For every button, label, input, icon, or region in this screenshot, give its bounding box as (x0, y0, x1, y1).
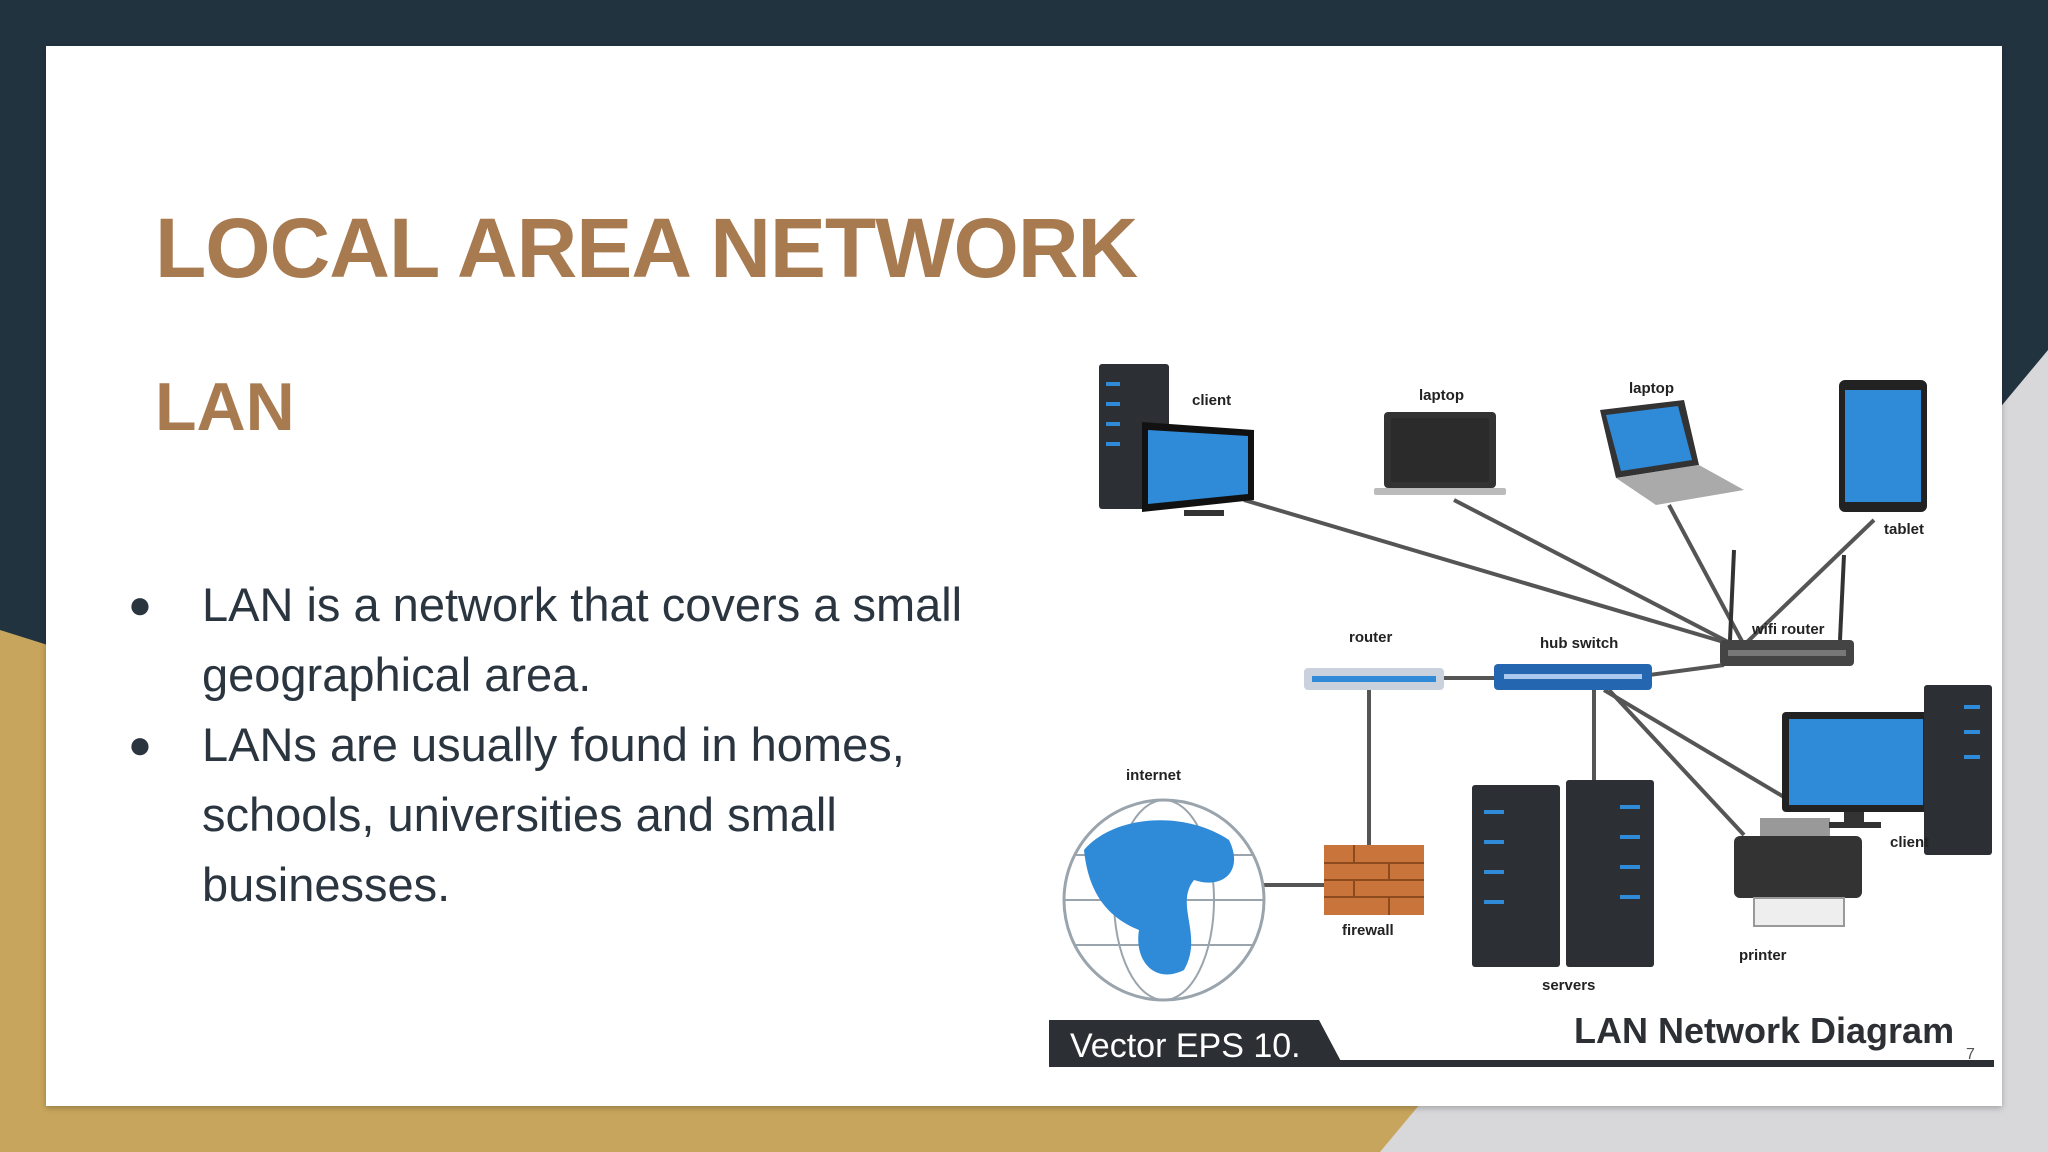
laptop-1-label: laptop (1419, 387, 1464, 404)
bullet-item: ● LAN is a network that covers a small g… (120, 570, 1020, 710)
page-number: 7 (1966, 1046, 1975, 1063)
globe-icon (1062, 798, 1266, 1002)
servers-icon (1472, 780, 1654, 967)
bullet-dot-icon: ● (127, 583, 153, 627)
client-top-label: client (1192, 392, 1231, 409)
client-computer-icon (1099, 364, 1254, 516)
wifi-router-icon (1720, 549, 1854, 666)
bullet-dot-icon: ● (127, 723, 153, 767)
footer-right-text: LAN Network Diagram (1574, 1010, 1954, 1051)
laptop-2-label: laptop (1629, 380, 1674, 397)
printer-label: printer (1739, 947, 1787, 964)
bullet-item: ● LANs are usually found in homes, schoo… (120, 710, 1020, 920)
footer-left-text: Vector EPS 10. (1070, 1027, 1301, 1065)
laptop-icon (1600, 400, 1744, 505)
slide-title: LOCAL AREA NETWORK (155, 201, 1138, 295)
router-label: router (1349, 629, 1393, 646)
bullet-text: LAN is a network that covers a small geo… (202, 578, 963, 701)
bullet-list: ● LAN is a network that covers a small g… (120, 570, 1020, 920)
client-computer-icon (1782, 685, 1992, 855)
printer-icon (1734, 818, 1862, 927)
client-right-label: client (1890, 834, 1929, 851)
hub-switch-label: hub switch (1540, 635, 1618, 652)
laptop-icon (1374, 412, 1506, 495)
slide-canvas (46, 46, 2002, 1106)
wifi-router-label: wifi router (1751, 621, 1825, 638)
tablet-label: tablet (1884, 521, 1924, 538)
router-icon (1304, 668, 1444, 690)
tablet-icon (1839, 380, 1927, 512)
slide-subtitle: LAN (155, 369, 295, 445)
firewall-icon (1324, 845, 1424, 915)
servers-label: servers (1542, 977, 1595, 994)
hub-switch-icon (1494, 664, 1652, 690)
lan-network-diagram: client laptop laptop tablet wifi router … (1049, 364, 1994, 1067)
firewall-label: firewall (1342, 922, 1394, 939)
bullet-text: LANs are usually found in homes, schools… (202, 718, 905, 911)
diagram-footer (1049, 1020, 1994, 1067)
internet-label: internet (1126, 767, 1181, 784)
